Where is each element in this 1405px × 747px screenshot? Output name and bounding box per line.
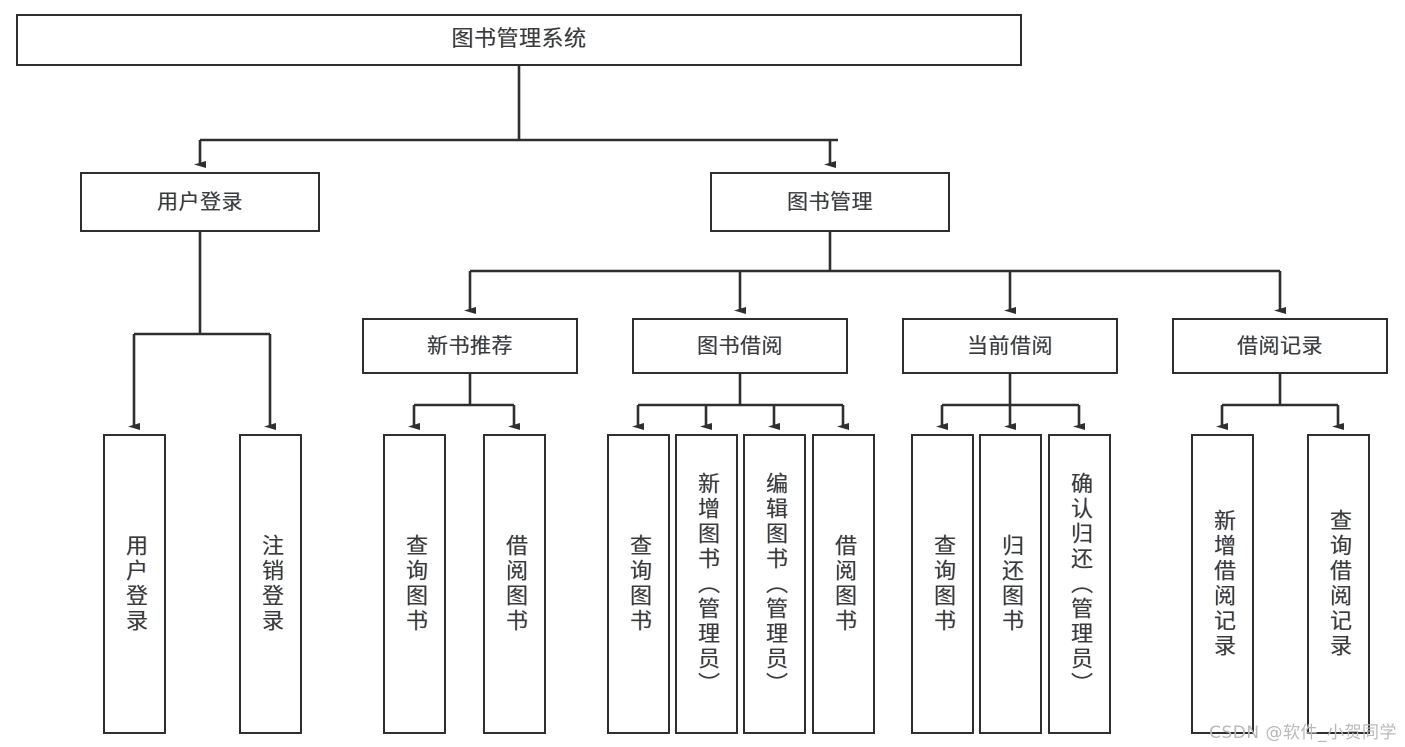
leaf-borrow-record-query-record[interactable]: 查询借阅记录 — [1307, 434, 1370, 734]
leaf-label: 新增借阅记录 — [1210, 509, 1236, 659]
leaf-label: 借阅图书 — [502, 534, 528, 634]
node-root-system[interactable]: 图书管理系统 — [16, 14, 1022, 66]
leaf-current-borrow-query-book[interactable]: 查询图书 — [911, 434, 974, 734]
node-book-borrow[interactable]: 图书借阅 — [632, 318, 848, 374]
node-borrow-record-label: 借阅记录 — [1237, 333, 1323, 358]
leaf-user-login-login[interactable]: 用户登录 — [103, 434, 166, 734]
node-user-login[interactable]: 用户登录 — [80, 172, 320, 232]
leaf-book-borrow-query-book[interactable]: 查询图书 — [607, 434, 670, 734]
leaf-book-borrow-borrow-book[interactable]: 借阅图书 — [812, 434, 875, 734]
leaf-label: 查询图书 — [930, 534, 956, 634]
node-book-manage-label: 图书管理 — [787, 189, 873, 214]
node-book-manage[interactable]: 图书管理 — [710, 172, 950, 232]
leaf-label: 查询图书 — [402, 534, 428, 634]
leaf-label: 查询图书 — [626, 534, 652, 634]
leaf-label: 归还图书 — [998, 534, 1024, 634]
leaf-label: 编辑图书（管理员） — [762, 471, 788, 697]
node-book-borrow-label: 图书借阅 — [697, 333, 783, 358]
node-current-borrow-label: 当前借阅 — [967, 333, 1053, 358]
node-new-book-recommend-label: 新书推荐 — [427, 333, 513, 358]
leaf-book-borrow-edit-book[interactable]: 编辑图书（管理员） — [743, 434, 806, 734]
node-root-label: 图书管理系统 — [451, 27, 587, 53]
csdn-watermark: CSDN @软件_小贺同学 — [1209, 723, 1397, 743]
leaf-new-book-query-book[interactable]: 查询图书 — [383, 434, 446, 734]
leaf-book-borrow-add-book[interactable]: 新增图书（管理员） — [675, 434, 738, 734]
leaf-label: 确认归还（管理员） — [1067, 471, 1093, 697]
leaf-label: 借阅图书 — [831, 534, 857, 634]
node-user-login-label: 用户登录 — [157, 189, 243, 214]
node-new-book-recommend[interactable]: 新书推荐 — [362, 318, 578, 374]
leaf-label: 注销登录 — [258, 534, 284, 634]
leaf-current-borrow-confirm-return[interactable]: 确认归还（管理员） — [1048, 434, 1111, 734]
leaf-label: 查询借阅记录 — [1326, 509, 1352, 659]
node-current-borrow[interactable]: 当前借阅 — [902, 318, 1118, 374]
leaf-new-book-borrow-book[interactable]: 借阅图书 — [483, 434, 546, 734]
leaf-user-login-logout[interactable]: 注销登录 — [239, 434, 302, 734]
leaf-label: 新增图书（管理员） — [694, 471, 720, 697]
leaf-label: 用户登录 — [122, 534, 148, 634]
leaf-current-borrow-return-book[interactable]: 归还图书 — [979, 434, 1042, 734]
leaf-borrow-record-add-record[interactable]: 新增借阅记录 — [1191, 434, 1254, 734]
node-borrow-record[interactable]: 借阅记录 — [1172, 318, 1388, 374]
